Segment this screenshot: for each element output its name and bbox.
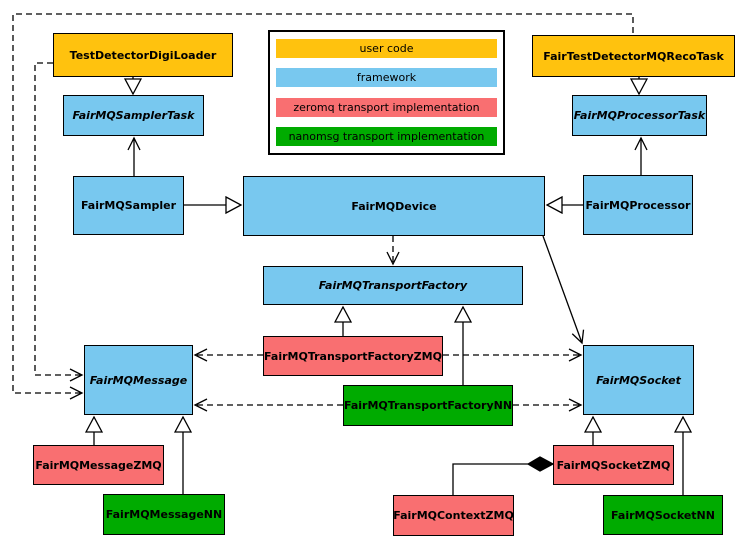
legend-item-framework: framework — [276, 68, 497, 88]
node-fairmqtransportfactory: FairMQTransportFactory — [263, 266, 523, 305]
node-fairmqmessage: FairMQMessage — [84, 345, 193, 415]
node-fairmqtransportfactoryzmq: FairMQTransportFactoryZMQ — [263, 336, 443, 376]
node-fairmqmessagenn: FairMQMessageNN — [103, 494, 225, 535]
node-fairmqdevice: FairMQDevice — [243, 176, 545, 236]
node-fairmqmessagezmq: FairMQMessageZMQ — [33, 445, 164, 485]
arrow-device-socket — [542, 235, 585, 345]
legend-item-zeromq: zeromq transport implementation — [276, 97, 497, 117]
legend-item-user-code: user code — [276, 39, 497, 58]
legend: user code framework zeromq transport imp… — [268, 30, 505, 155]
legend-item-nanomsg: nanomsg transport implementation — [276, 126, 497, 146]
composition-socketzmq-contextzmq — [452, 456, 555, 495]
composition-diamond — [526, 456, 555, 472]
node-fairtestdetectormqrecotask: FairTestDetectorMQRecoTask — [532, 35, 735, 77]
node-fairmqprocessor: FairMQProcessor — [583, 175, 693, 235]
node-fairmqcontextzmq: FairMQContextZMQ — [393, 495, 514, 536]
dashed-recotask-message — [12, 13, 634, 400]
node-fairmqsocketnn: FairMQSocketNN — [603, 495, 723, 535]
node-fairmqsampler: FairMQSampler — [73, 176, 184, 235]
node-fairmqsocket: FairMQSocket — [583, 345, 694, 415]
node-testdetectordigiloader: TestDetectorDigiLoader — [53, 33, 233, 77]
node-fairmqsamplertask: FairMQSamplerTask — [63, 95, 204, 136]
node-fairmqsocketzmq: FairMQSocketZMQ — [553, 445, 674, 485]
dashed-digiloader-message — [34, 62, 84, 382]
node-fairmqprocessortask: FairMQProcessorTask — [572, 95, 707, 136]
node-fairmqtransportfactorynn: FairMQTransportFactoryNN — [343, 385, 513, 426]
